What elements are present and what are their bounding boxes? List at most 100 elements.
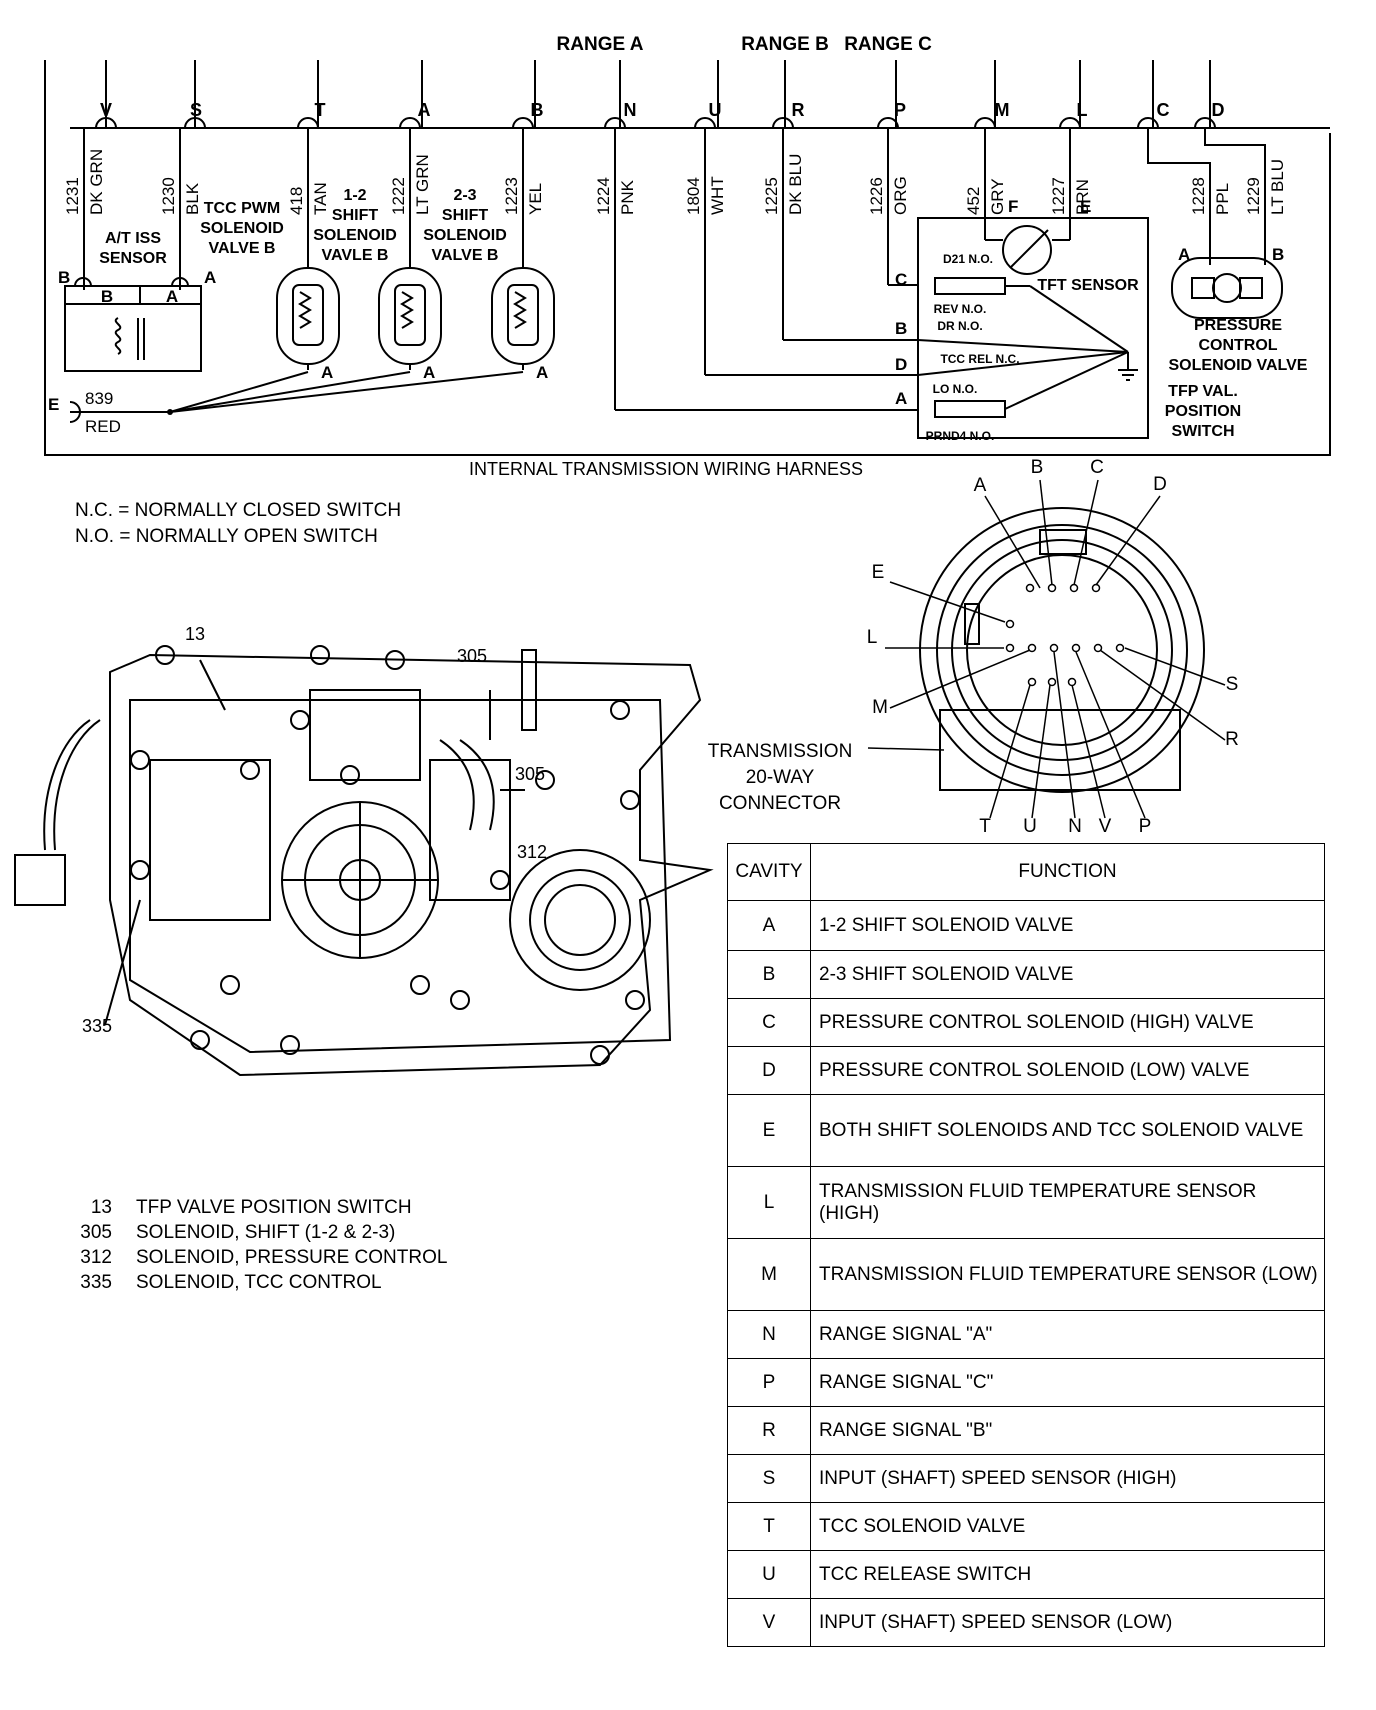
cavity-letter: L	[867, 627, 878, 648]
iss-sensor-label: A/T ISS	[105, 230, 161, 247]
connector-cavity	[1027, 677, 1037, 687]
wire-circuit-number: 1226	[867, 177, 886, 215]
switch-label: TCC REL N.C.	[940, 352, 1019, 366]
pin-letter: E	[48, 395, 59, 414]
bolt	[535, 770, 555, 790]
connector-title: CONNECTOR	[719, 793, 841, 814]
wire-color-label: PNK	[618, 179, 637, 215]
function-cell: PRESSURE CONTROL SOLENOID (HIGH) VALVE	[810, 998, 1325, 1047]
cavity-cell: E	[727, 1094, 811, 1167]
legend-text: SOLENOID, PRESSURE CONTROL	[136, 1247, 448, 1268]
shift-1-2-label: 1-2	[343, 187, 366, 204]
connector-cavity	[1005, 619, 1015, 629]
cavity-letter: C	[1090, 457, 1104, 478]
cavity-letter: R	[1225, 729, 1239, 750]
function-cell: INPUT (SHAFT) SPEED SENSOR (HIGH)	[810, 1454, 1325, 1503]
cavity-cell: L	[727, 1166, 811, 1239]
switch-label: D21 N.O.	[943, 252, 993, 266]
bolt	[385, 650, 405, 670]
callout-number: 305	[515, 764, 545, 784]
wire-circuit-number: 1230	[159, 177, 178, 215]
pin-label: P	[894, 100, 906, 120]
cavity-cell: S	[727, 1454, 811, 1503]
leader-line	[989, 684, 1031, 819]
leader-line	[1039, 479, 1053, 586]
wire-circuit-number: 1228	[1189, 177, 1208, 215]
switch-label: LO N.O.	[933, 382, 978, 396]
pressure-control-label: CONTROL	[1198, 337, 1277, 354]
pin-letter: A	[895, 389, 907, 408]
legend-number: 335	[80, 1272, 112, 1293]
bolt	[610, 700, 630, 720]
pin-letter: A	[204, 268, 216, 287]
bolt	[450, 990, 470, 1010]
leader-line	[1053, 651, 1076, 819]
function-cell: RANGE SIGNAL "C"	[810, 1358, 1325, 1407]
legend-text: SOLENOID, TCC CONTROL	[136, 1272, 382, 1293]
shift-1-2-label: VAVLE B	[322, 247, 389, 264]
wiring-diagram	[44, 60, 1331, 456]
cavity-cell: V	[727, 1598, 811, 1647]
harness-title: INTERNAL TRANSMISSION WIRING HARNESS	[469, 459, 863, 479]
cavity-cell: R	[727, 1406, 811, 1455]
switch-label: PRND4 N.O.	[926, 429, 995, 443]
pin-label: R	[792, 100, 805, 120]
cavity-cell: B	[727, 950, 811, 999]
pin-letter: A	[321, 363, 333, 382]
tfp-switch-label: POSITION	[1165, 403, 1241, 420]
callout-number: 335	[82, 1016, 112, 1036]
bolt	[590, 1045, 610, 1065]
wire-circuit-number: 452	[964, 187, 983, 215]
cavity-cell: T	[727, 1502, 811, 1551]
pin-letter: A	[166, 287, 178, 306]
bolt	[410, 975, 430, 995]
connector-cavity	[1115, 643, 1125, 653]
bolt	[290, 710, 310, 730]
pin-letter: B	[895, 319, 907, 338]
cavity-letter: M	[872, 697, 888, 718]
pin-label: T	[315, 100, 326, 120]
cavity-letter: N	[1068, 816, 1082, 837]
connector-pins	[1005, 583, 1125, 687]
cavity-cell: A	[727, 900, 811, 951]
leader-line	[984, 495, 1041, 589]
pin-label: L	[1077, 100, 1088, 120]
connector-cavity	[1047, 583, 1057, 593]
callout-number: 312	[517, 842, 547, 862]
bolt	[220, 975, 240, 995]
valve-body-bolts	[130, 645, 645, 1065]
wire-color-label: LT GRN	[413, 154, 432, 215]
switch-label: DR N.O.	[937, 319, 982, 333]
bolt	[490, 870, 510, 890]
cavity-letter: A	[974, 475, 987, 496]
circuit-839-node	[167, 409, 173, 415]
connector-cavity	[1005, 643, 1015, 653]
pin-letter: B	[1272, 245, 1284, 264]
function-cell: 2-3 SHIFT SOLENOID VALVE	[810, 950, 1325, 999]
cavity-letter: B	[1031, 457, 1044, 478]
cavity-letter: U	[1023, 816, 1037, 837]
tfp-switch-label: SWITCH	[1171, 423, 1234, 440]
bolt	[625, 990, 645, 1010]
switch-notes: N.C. = NORMALLY CLOSED SWITCH N.O. = NOR…	[75, 498, 401, 550]
bolt	[130, 860, 150, 880]
solenoid-1-2-shift	[378, 267, 442, 370]
bolt	[130, 750, 150, 770]
cavity-letter: P	[1139, 816, 1152, 837]
cavity-cell: M	[727, 1238, 811, 1311]
shift-2-3-label: 2-3	[453, 187, 476, 204]
wire-color-label: ORG	[891, 176, 910, 215]
tcc-pwm-label: SOLENOID	[200, 220, 284, 237]
shift-1-2-label: SOLENOID	[313, 227, 397, 244]
